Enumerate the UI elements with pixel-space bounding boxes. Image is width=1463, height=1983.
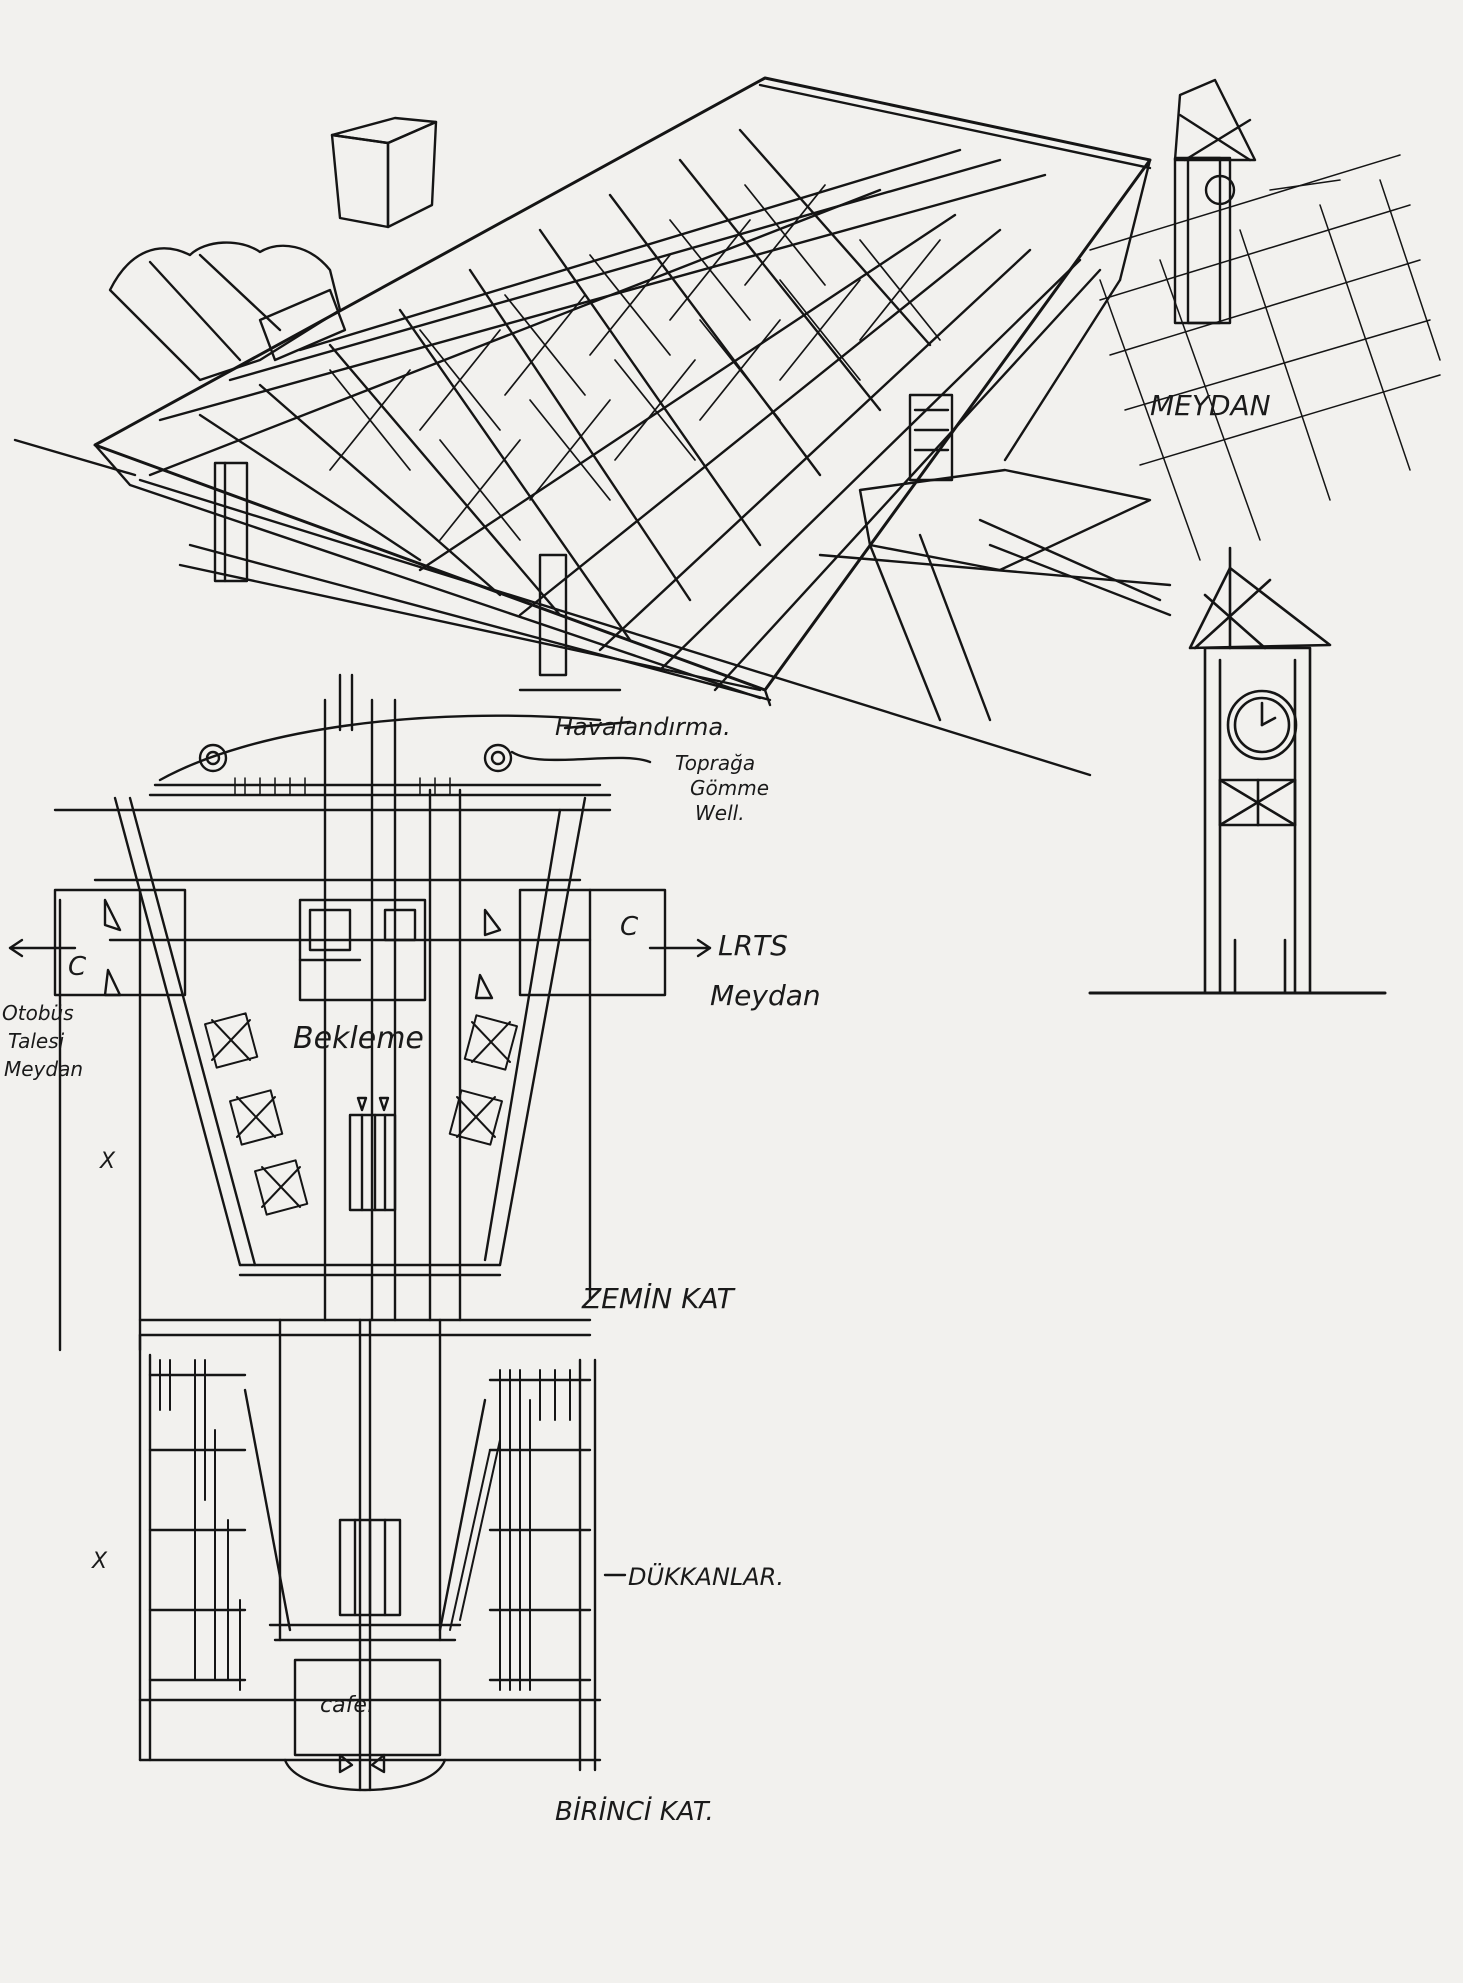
ground-floor-plan bbox=[10, 700, 710, 1350]
ventilation-icon bbox=[200, 745, 226, 771]
sketch-labels: MEYDAN Havalandırma. Toprağa Gömme Well.… bbox=[2, 389, 1271, 1827]
lrts-label: LRTS bbox=[718, 929, 788, 962]
waiting-label: Bekleme bbox=[293, 1021, 424, 1056]
c-right-label: C bbox=[620, 912, 639, 942]
shops-label: DÜKKANLAR. bbox=[628, 1562, 784, 1591]
tower-sketch-top bbox=[1090, 80, 1440, 560]
clock-tower-elevation bbox=[1090, 548, 1385, 993]
ventilation-label: Havalandırma. bbox=[555, 713, 731, 741]
scale-cube bbox=[332, 118, 436, 227]
clock-face-icon bbox=[1228, 691, 1296, 759]
c-left-label: C bbox=[68, 952, 87, 982]
soil-label-line2: Gömme bbox=[690, 776, 769, 800]
soil-label-line3: Well. bbox=[695, 801, 745, 825]
ground-floor-label: ZEMİN KAT bbox=[581, 1282, 736, 1315]
bus-label-line1: Otobüs bbox=[2, 1001, 74, 1025]
first-floor-label: BİRİNCİ KAT. bbox=[555, 1795, 714, 1827]
bus-label-line3: Meydan bbox=[4, 1057, 83, 1081]
cafe-label: cafe. bbox=[320, 1693, 374, 1718]
first-floor-plan bbox=[140, 1320, 625, 1790]
meydan-right-label: Meydan bbox=[710, 979, 821, 1012]
soil-label-line1: Toprağa bbox=[675, 751, 755, 775]
x-upper-label: X bbox=[99, 1149, 116, 1174]
station-perspective-sketch bbox=[15, 78, 1170, 775]
ventilation-icon bbox=[485, 745, 511, 771]
bus-label-line2: Talesi bbox=[8, 1029, 65, 1053]
x-lower-label: X bbox=[91, 1549, 108, 1574]
meydan-top-label: MEYDAN bbox=[1150, 389, 1271, 422]
